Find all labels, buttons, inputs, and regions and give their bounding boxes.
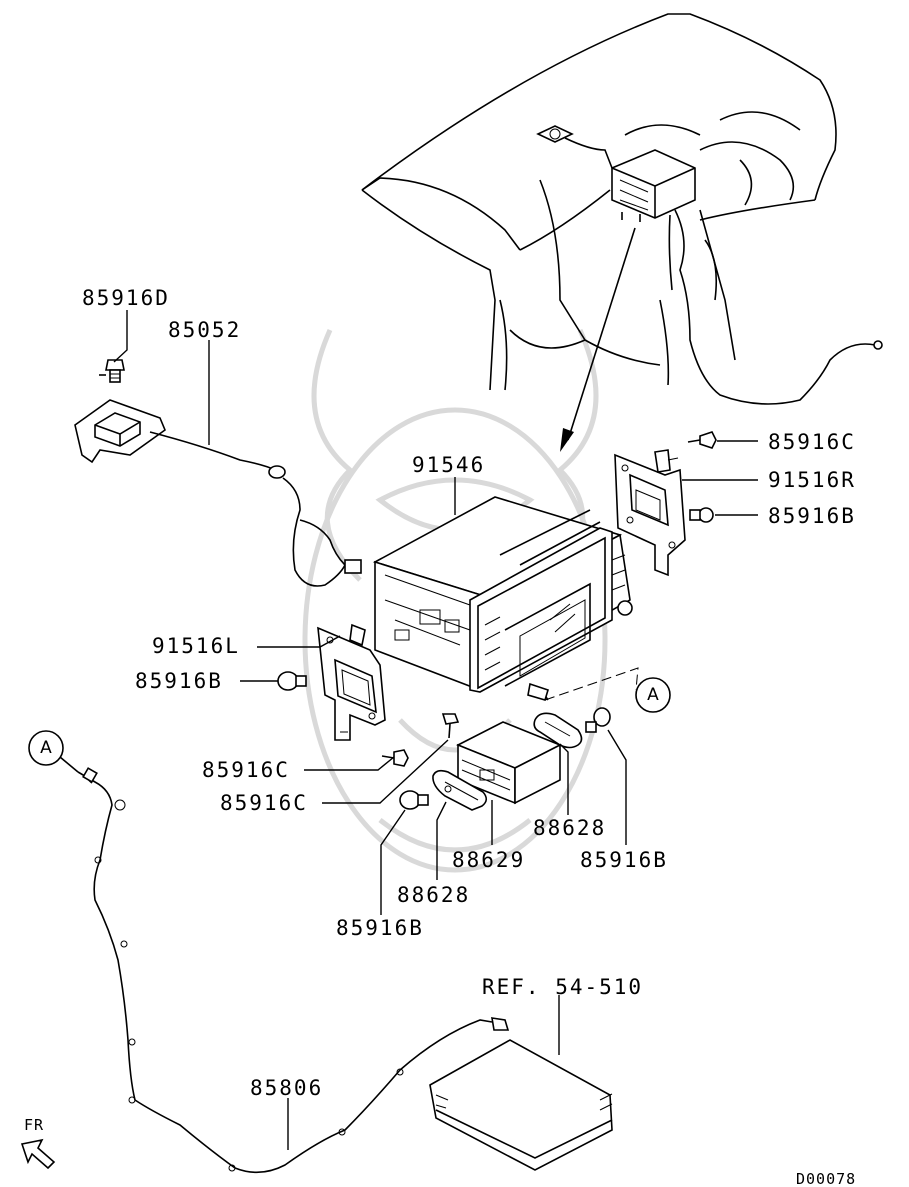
label-reference: REF. 54-510 bbox=[482, 975, 644, 999]
ecu-module-ref bbox=[429, 1039, 613, 1171]
leader-lines bbox=[113, 310, 758, 1150]
head-unit-91546 bbox=[372, 496, 633, 701]
spacer-88628-right bbox=[533, 712, 583, 749]
label-85916B-lowright: 85916B bbox=[580, 848, 668, 872]
bracket-left-91516L bbox=[317, 623, 386, 741]
harness-85806 bbox=[77, 767, 510, 1174]
label-85916B-right: 85916B bbox=[768, 504, 856, 528]
lower-module-88629 bbox=[456, 721, 562, 805]
label-fr: FR bbox=[24, 1116, 45, 1134]
label-85916C-mid2: 85916C bbox=[220, 791, 308, 815]
label-85916D: 85916D bbox=[82, 286, 170, 310]
label-91516R: 91516R bbox=[768, 468, 856, 492]
dash-wiring bbox=[536, 125, 883, 405]
screws bbox=[99, 374, 717, 810]
location-arrow bbox=[560, 227, 636, 452]
label-91546: 91546 bbox=[412, 453, 486, 477]
label-88628-left: 88628 bbox=[397, 883, 471, 907]
label-88628-right: 88628 bbox=[533, 816, 607, 840]
front-direction-arrow bbox=[20, 1138, 56, 1170]
label-88629: 88629 bbox=[452, 848, 526, 872]
connector-dashed-lines bbox=[544, 667, 639, 701]
connector-a-left: A bbox=[40, 738, 52, 758]
label-85916B-left: 85916B bbox=[135, 669, 223, 693]
spacer-88628-left bbox=[432, 769, 488, 811]
label-85916B-bottom: 85916B bbox=[336, 916, 424, 940]
connector-a-right: A bbox=[647, 685, 659, 705]
label-85916C-right: 85916C bbox=[768, 430, 856, 454]
dash-head-unit bbox=[611, 149, 696, 222]
dashboard-outline bbox=[361, 13, 837, 391]
connector-circles bbox=[28, 677, 671, 773]
bracket-right-91516R bbox=[614, 449, 686, 577]
gps-antenna-assembly bbox=[74, 359, 362, 587]
label-85052: 85052 bbox=[168, 318, 242, 342]
label-85916C-mid1: 85916C bbox=[202, 758, 290, 782]
label-91516L: 91516L bbox=[152, 634, 240, 658]
label-85806: 85806 bbox=[250, 1076, 324, 1100]
diagram-code: D00078 bbox=[796, 1170, 857, 1187]
